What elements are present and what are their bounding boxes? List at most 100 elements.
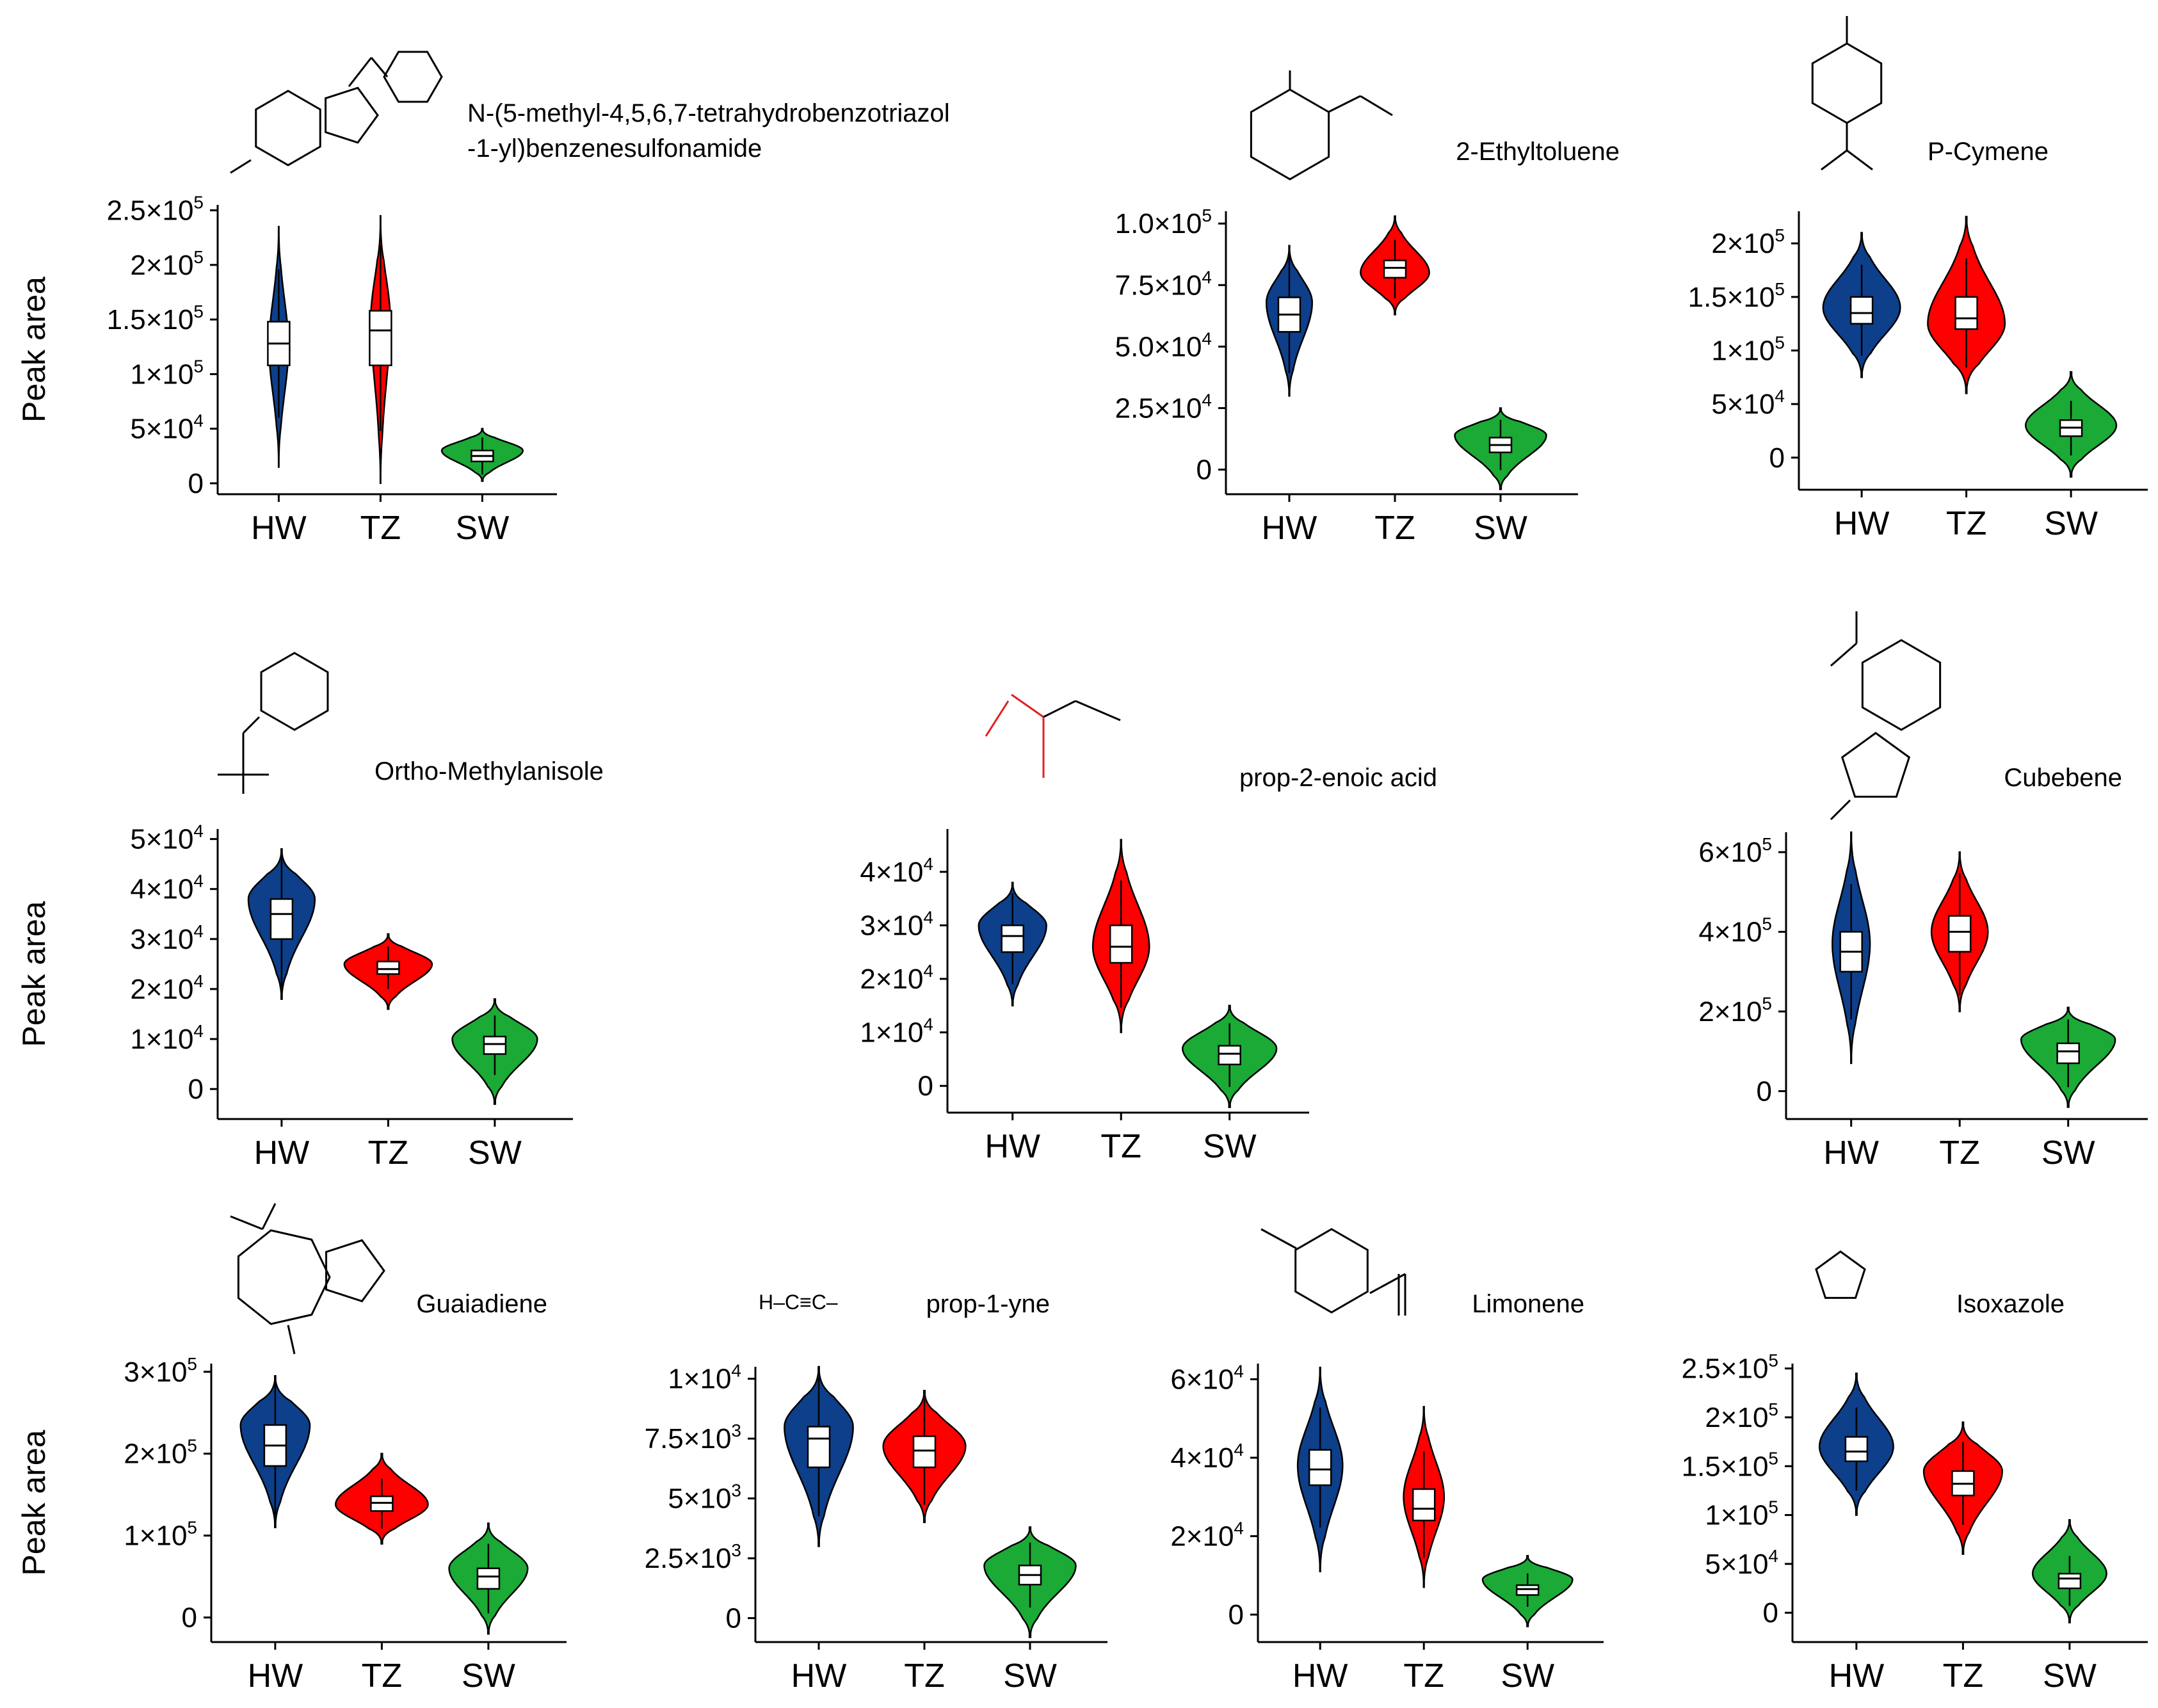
- y-tick-label: 1×104: [130, 1021, 204, 1055]
- chart-title: Cubebene: [2004, 764, 2122, 792]
- y-tick-label: 2.5×103: [645, 1540, 741, 1574]
- y-tick-label: 6×104: [1170, 1362, 1244, 1396]
- y-tick-label: 1.5×105: [1688, 279, 1785, 313]
- x-tick-label: SW: [2044, 505, 2098, 542]
- box-tz: [1947, 915, 1972, 953]
- x-tick-label: TZ: [1100, 1128, 1141, 1165]
- chart-title: -1-yl)benzenesulfonamide: [467, 134, 762, 163]
- y-tick-label: 3×104: [860, 907, 933, 941]
- x-tick-label: SW: [462, 1657, 515, 1695]
- y-tick-label: 0: [1757, 1076, 1772, 1107]
- box-hw: [1001, 924, 1024, 953]
- y-tick-label: 6×105: [1698, 834, 1772, 868]
- x-tick-label: SW: [1474, 510, 1527, 547]
- box-sw: [2057, 1572, 2082, 1590]
- y-tick-label: 4×105: [1698, 914, 1772, 948]
- x-tick-label: TZ: [1946, 505, 1987, 542]
- guaiadiene-structure-icon: [230, 1203, 385, 1355]
- box-hw: [1308, 1449, 1332, 1486]
- y-tick-label: 0: [188, 1074, 204, 1105]
- x-tick-label: HW: [254, 1134, 310, 1172]
- panel-isoxazole: Isoxazole05×1041×1051.5×1052×1052.5×105H…: [1682, 1290, 2148, 1695]
- y-tick-label: 5×104: [130, 821, 204, 855]
- y-tick-label: 1.5×105: [107, 302, 204, 335]
- x-tick-label: SW: [468, 1134, 522, 1172]
- y-tick-label: 0: [1763, 1597, 1778, 1629]
- y-tick-label: 2.5×105: [1682, 1351, 1778, 1385]
- y-tick-label: 5×103: [668, 1481, 741, 1515]
- y-tick-label: 1.0×105: [1115, 205, 1212, 239]
- x-tick-label: SW: [2043, 1657, 2097, 1695]
- y-tick-label: 0: [726, 1603, 741, 1634]
- y-tick-label: 1×105: [1711, 333, 1785, 367]
- svg-text:H–C≡C–: H–C≡C–: [759, 1291, 838, 1314]
- y-tick-label: 4×104: [1170, 1440, 1244, 1474]
- panel-2-ethyltoluene: 2-Ethyltoluene02.5×1045.0×1047.5×1041.0×…: [1115, 138, 1620, 547]
- x-tick-label: TZ: [1943, 1657, 1984, 1695]
- y-tick-label: 0: [182, 1602, 197, 1634]
- box-sw: [476, 1567, 501, 1590]
- chart-title: Isoxazole: [1956, 1290, 2065, 1318]
- chart-title: Limonene: [1472, 1290, 1584, 1318]
- y-tick-label: 5×104: [1711, 386, 1785, 420]
- x-tick-label: SW: [456, 510, 510, 547]
- y-tick-label: 2.5×105: [107, 193, 204, 227]
- box-tz: [912, 1435, 937, 1469]
- chart-title: P-Cymene: [1928, 138, 2049, 166]
- y-tick-label: 5.0×104: [1115, 328, 1212, 362]
- y-tick-label: 2.5×104: [1115, 390, 1212, 424]
- y-tick-label: 4×104: [130, 871, 204, 905]
- box-tz: [369, 310, 392, 366]
- box-hw: [807, 1426, 831, 1469]
- x-tick-label: TZ: [360, 510, 401, 547]
- x-tick-label: HW: [251, 510, 307, 547]
- y-tick-label: 1×105: [130, 356, 204, 390]
- cubebene-structure-icon: [1830, 611, 1942, 821]
- thiopyridine-structure-icon: [218, 652, 329, 794]
- box-tz: [1954, 296, 1978, 330]
- y-tick-label: 2×104: [1170, 1519, 1244, 1552]
- y-tick-label: 0: [918, 1070, 933, 1102]
- chart-title: 2-Ethyltoluene: [1456, 138, 1620, 166]
- box-hw: [1844, 1436, 1869, 1462]
- x-tick-label: TZ: [1939, 1134, 1980, 1172]
- y-axis-label: Peak area: [16, 901, 52, 1047]
- acrylic-acid-structure-icon: [985, 693, 1121, 778]
- y-tick-label: 0: [188, 468, 204, 499]
- y-tick-label: 2×105: [1711, 225, 1785, 259]
- y-tick-label: 2×105: [1705, 1399, 1778, 1433]
- y-tick-label: 1.5×105: [1682, 1448, 1778, 1482]
- y-tick-label: 0: [1228, 1599, 1244, 1631]
- x-tick-label: TZ: [368, 1134, 409, 1172]
- y-tick-label: 2×104: [860, 961, 933, 995]
- y-tick-label: 7.5×103: [645, 1421, 741, 1454]
- x-tick-label: TZ: [362, 1657, 403, 1695]
- y-tick-label: 2×104: [130, 971, 204, 1005]
- ethyltoluene-structure-icon: [1250, 70, 1393, 181]
- y-tick-label: 1×104: [860, 1015, 933, 1049]
- box-sw: [483, 1035, 507, 1055]
- box-sw: [2056, 1042, 2080, 1065]
- y-tick-label: 1×104: [668, 1361, 741, 1395]
- box-hw: [1849, 296, 1874, 325]
- box-hw: [270, 898, 294, 940]
- x-tick-label: HW: [1834, 505, 1890, 542]
- x-tick-label: SW: [1003, 1657, 1057, 1695]
- x-tick-label: SW: [1203, 1128, 1257, 1165]
- limonene-structure-icon: [1260, 1228, 1406, 1316]
- y-tick-label: 2×105: [1698, 994, 1772, 1027]
- y-tick-label: 5×104: [130, 411, 204, 445]
- x-tick-label: TZ: [904, 1657, 945, 1695]
- isoxazole-structure-icon: [1815, 1250, 1866, 1299]
- x-tick-label: HW: [1823, 1134, 1879, 1172]
- chart-title: N-(5-methyl-4,5,6,7-tetrahydrobenzotriaz…: [467, 99, 950, 127]
- p-cymene-structure-icon: [1811, 16, 1883, 171]
- y-tick-label: 2×105: [130, 247, 204, 281]
- y-axis-label: Peak area: [16, 1430, 52, 1575]
- x-tick-label: TZ: [1374, 510, 1415, 547]
- y-tick-label: 0: [1769, 442, 1785, 474]
